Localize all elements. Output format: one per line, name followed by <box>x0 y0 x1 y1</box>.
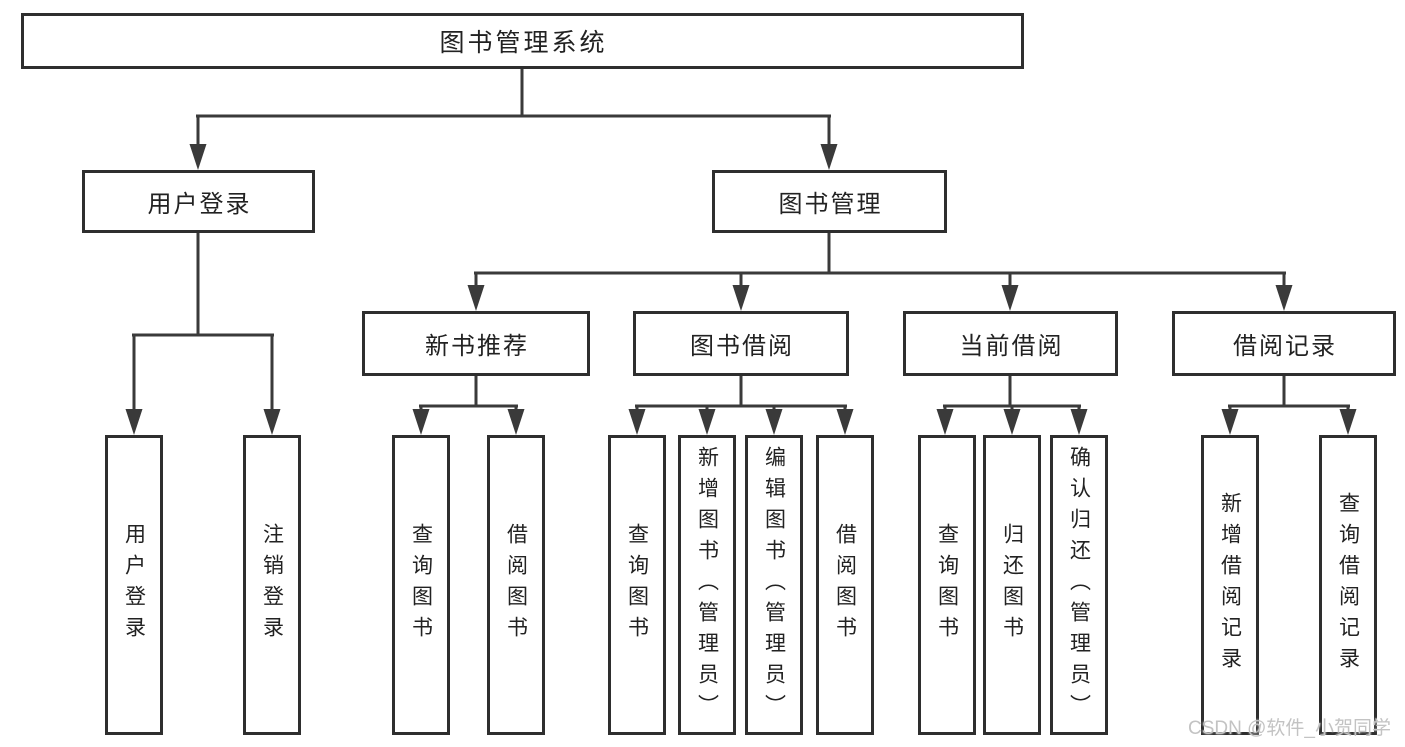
leaf-borrow-book-1: 借阅图书 <box>487 435 545 735</box>
leaf-query-book-3: 查询图书 <box>918 435 976 735</box>
leaf-label: 借阅图书 <box>504 523 528 647</box>
leaf-query-book-1: 查询图书 <box>392 435 450 735</box>
leaf-user-login: 用户登录 <box>105 435 163 735</box>
leaf-label: 确认归还（管理员） <box>1067 445 1091 725</box>
node-book-borrow: 图书借阅 <box>633 311 849 376</box>
leaf-confirm-return-admin: 确认归还（管理员） <box>1050 435 1108 735</box>
node-root: 图书管理系统 <box>21 13 1024 69</box>
csdn-watermark: CSDN @软件_小贺同学 <box>1188 718 1391 739</box>
leaf-label: 归还图书 <box>1000 523 1024 647</box>
leaf-label: 编辑图书（管理员） <box>762 445 786 725</box>
leaf-add-book-admin: 新增图书（管理员） <box>678 435 736 735</box>
leaf-query-book-2: 查询图书 <box>608 435 666 735</box>
leaf-label: 查询图书 <box>625 523 649 647</box>
leaf-label: 注销登录 <box>260 523 284 647</box>
leaf-label: 新增图书（管理员） <box>695 445 719 725</box>
leaf-label: 查询图书 <box>935 523 959 647</box>
leaf-label: 新增借阅记录 <box>1218 492 1242 678</box>
leaf-query-borrow-record: 查询借阅记录 <box>1319 435 1377 735</box>
node-borrow-record: 借阅记录 <box>1172 311 1396 376</box>
node-current-borrow: 当前借阅 <box>903 311 1118 376</box>
node-user-login: 用户登录 <box>82 170 315 233</box>
leaf-label: 用户登录 <box>122 523 146 647</box>
node-book-management: 图书管理 <box>712 170 947 233</box>
leaf-label: 借阅图书 <box>833 523 857 647</box>
leaf-add-borrow-record: 新增借阅记录 <box>1201 435 1259 735</box>
leaf-label: 查询图书 <box>409 523 433 647</box>
leaf-return-book: 归还图书 <box>983 435 1041 735</box>
leaf-borrow-book-2: 借阅图书 <box>816 435 874 735</box>
leaf-edit-book-admin: 编辑图书（管理员） <box>745 435 803 735</box>
leaf-label: 查询借阅记录 <box>1336 492 1360 678</box>
node-new-book-recommend: 新书推荐 <box>362 311 590 376</box>
leaf-logout: 注销登录 <box>243 435 301 735</box>
